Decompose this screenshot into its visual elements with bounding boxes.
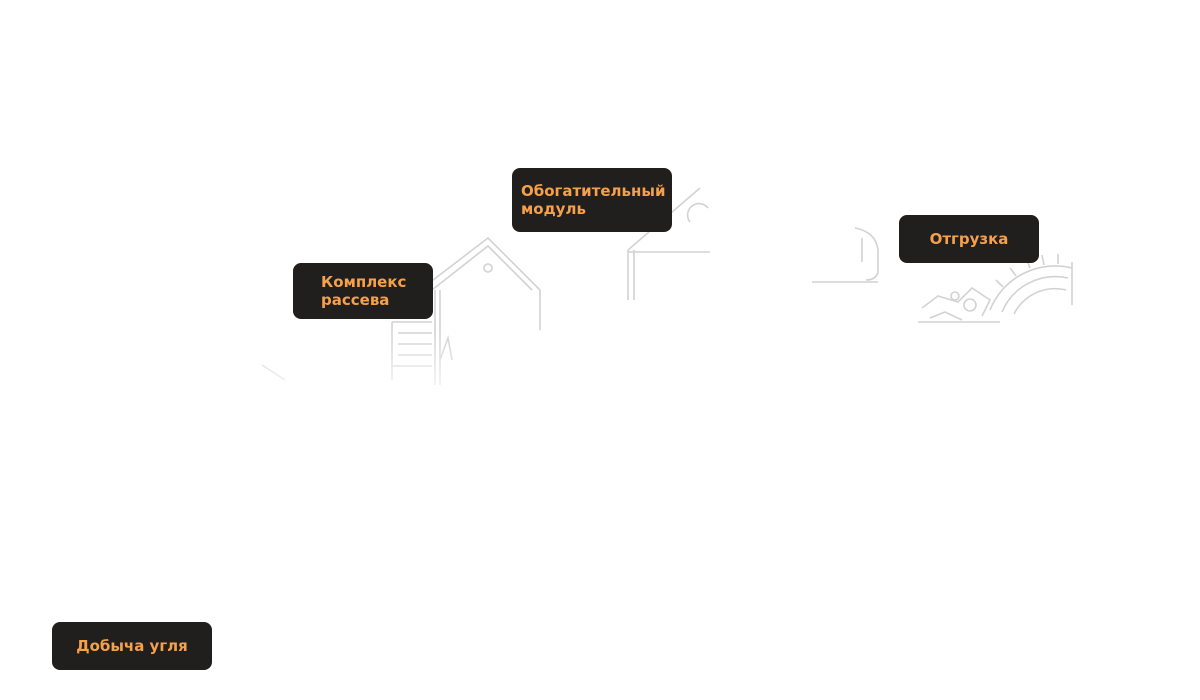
stage-label-shipment[interactable]: Отгрузка [899, 215, 1039, 263]
stage-label-enrichment-line1: Обогатительный [521, 182, 666, 200]
stage-label-shipment-text: Отгрузка [929, 230, 1009, 248]
stage-label-screening[interactable]: Комплекс рассева [293, 263, 433, 319]
stage-label-screening-line2: рассева [321, 291, 390, 309]
stage-label-mining[interactable]: Добыча угля [52, 622, 212, 670]
stage-label-screening-line1: Комплекс [321, 273, 407, 291]
stage-label-enrichment-line2: модуль [521, 200, 586, 218]
stage-label-mining-text: Добыча угля [76, 637, 188, 655]
stage-label-enrichment[interactable]: Обогатительный модуль [512, 168, 672, 232]
loading-machinery-icon [918, 254, 1073, 323]
